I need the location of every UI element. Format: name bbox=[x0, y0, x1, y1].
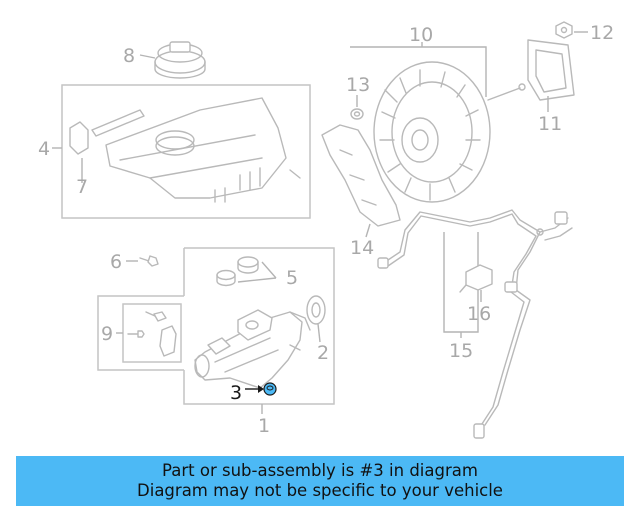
bolt-6-part bbox=[139, 255, 159, 267]
callout-2: 2 bbox=[317, 342, 329, 364]
banner-line-disclaimer: Diagram may not be specific to your vehi… bbox=[137, 481, 503, 500]
reservoir-seal-part bbox=[69, 109, 145, 155]
master-cylinder-part bbox=[194, 309, 311, 389]
callout-16: 16 bbox=[467, 303, 491, 325]
leader-8 bbox=[139, 54, 156, 59]
callout-6: 6 bbox=[110, 251, 122, 273]
callout-10: 10 bbox=[409, 24, 433, 46]
leader-3 bbox=[245, 385, 264, 393]
leader-10 bbox=[350, 46, 487, 97]
callout-14: 14 bbox=[350, 237, 374, 259]
reservoir-cap-part bbox=[154, 41, 206, 79]
callout-4: 4 bbox=[38, 138, 50, 160]
highlighted-part-3[interactable] bbox=[263, 382, 277, 396]
reservoir-grommet-5-part bbox=[216, 256, 259, 287]
leader-5 bbox=[237, 261, 277, 283]
callout-15: 15 bbox=[449, 340, 473, 362]
callout-5: 5 bbox=[286, 267, 298, 289]
callout-9: 9 bbox=[101, 323, 113, 345]
booster-gasket-part bbox=[527, 39, 575, 101]
callout-13: 13 bbox=[346, 74, 370, 96]
reservoir-group-box bbox=[61, 84, 311, 219]
banner-line-part-number: Part or sub-assembly is #3 in diagram bbox=[162, 461, 478, 480]
master-cylinder-box bbox=[183, 247, 335, 405]
info-banner: Part or sub-assembly is #3 in diagram Di… bbox=[16, 456, 624, 506]
nut-12-part bbox=[555, 21, 573, 39]
leader-14 bbox=[365, 223, 371, 238]
callout-1: 1 bbox=[258, 415, 270, 437]
heat-shield-part bbox=[321, 124, 401, 227]
leader-2 bbox=[317, 323, 321, 343]
sensor-9-part bbox=[127, 311, 177, 357]
sub-box-left bbox=[97, 295, 184, 371]
grommet-13-part bbox=[350, 108, 364, 120]
seal-2-part bbox=[306, 295, 326, 325]
callout-12: 12 bbox=[590, 22, 614, 44]
sensor-16-part bbox=[459, 264, 493, 293]
reservoir-part bbox=[105, 97, 301, 203]
callout-3[interactable]: 3 bbox=[230, 382, 242, 404]
brake-line-part bbox=[377, 209, 573, 439]
parts-diagram: 1 2 3 4 5 6 7 8 9 10 11 12 13 14 15 16 bbox=[38, 21, 614, 439]
brake-booster-part bbox=[373, 61, 526, 203]
callout-8: 8 bbox=[123, 45, 135, 67]
callout-11: 11 bbox=[538, 113, 562, 135]
callout-7: 7 bbox=[76, 176, 88, 198]
